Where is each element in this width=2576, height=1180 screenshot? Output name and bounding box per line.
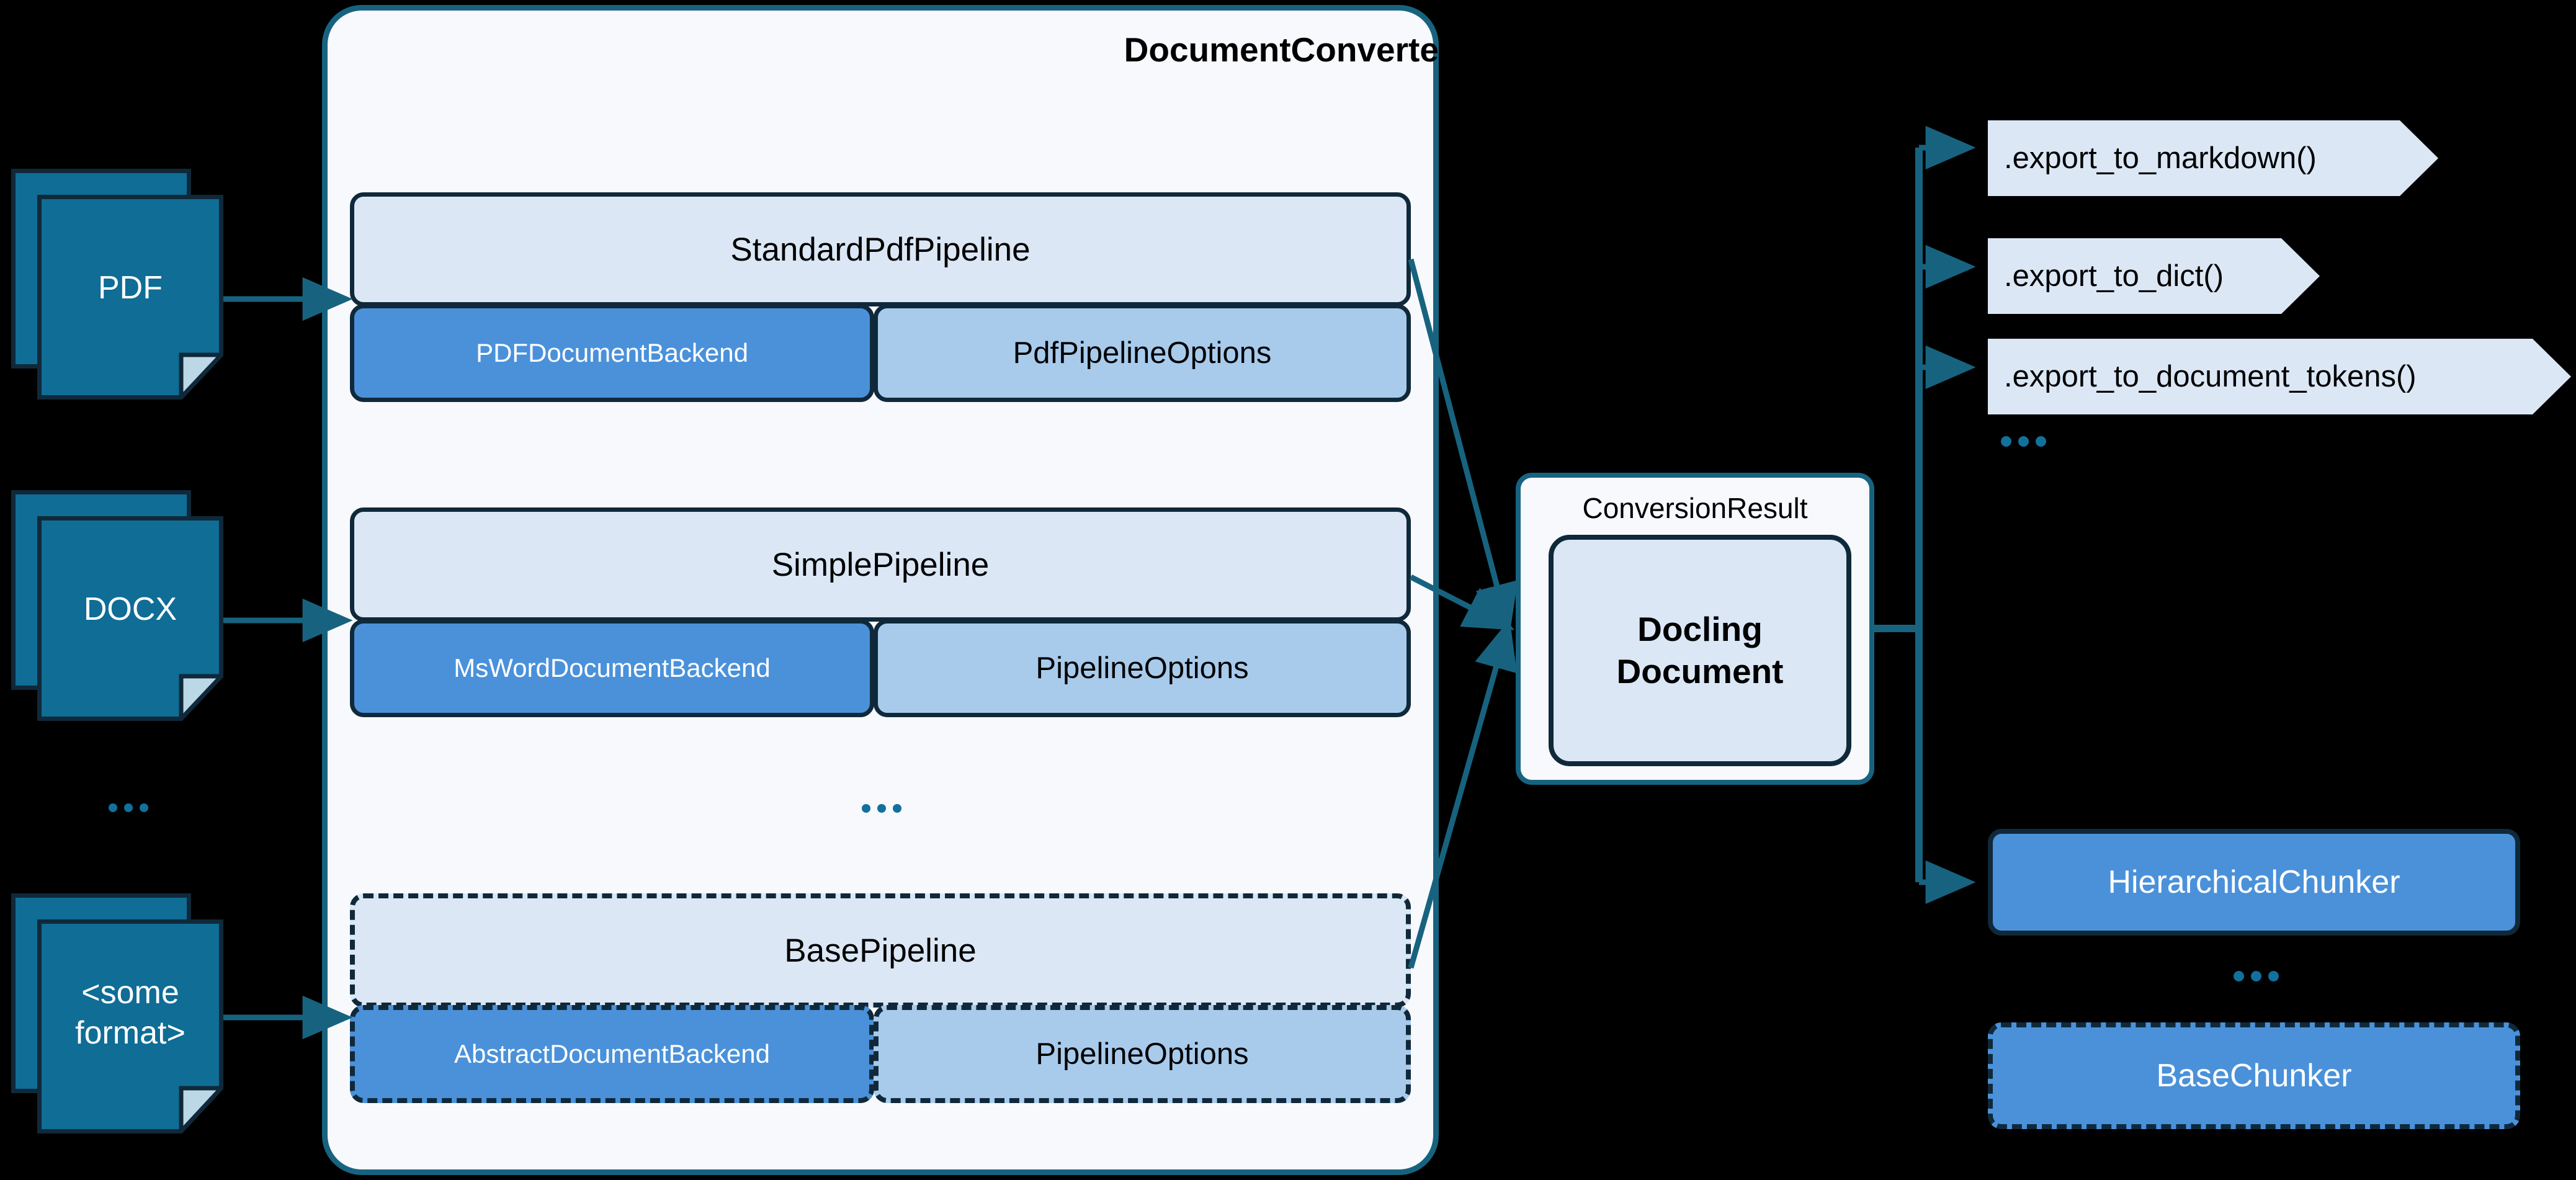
- document-front-sheet: [37, 195, 223, 400]
- pipeline-options[interactable]: PipelineOptions: [874, 1005, 1411, 1103]
- connector-result-trunk: [1874, 148, 1923, 632]
- dot: [893, 804, 901, 813]
- export-to-document-tokens-button[interactable]: .export_to_document_tokens(): [1988, 339, 2571, 414]
- docling-document-box[interactable]: Docling Document: [1549, 535, 1851, 766]
- pipeline-components-row: AbstractDocumentBackend PipelineOptions: [350, 1005, 1411, 1103]
- pipeline-components-row: PDFDocumentBackend PdfPipelineOptions: [350, 304, 1411, 402]
- dot: [2001, 436, 2011, 447]
- export-to-dict-button[interactable]: .export_to_dict(): [1988, 238, 2320, 314]
- dot: [124, 803, 133, 812]
- input-documents-ellipsis: [109, 803, 148, 812]
- dot: [862, 804, 870, 813]
- pipeline-components-row: MsWordDocumentBackend PipelineOptions: [350, 619, 1411, 717]
- input-document-pdf[interactable]: PDF: [11, 169, 235, 411]
- input-document-other-format[interactable]: <some format>: [11, 893, 235, 1142]
- pipeline-options[interactable]: PdfPipelineOptions: [874, 304, 1411, 402]
- pipeline-name: StandardPdfPipeline: [350, 192, 1411, 306]
- conversion-result-label: ConversionResult: [1582, 492, 1808, 524]
- pipeline-backend[interactable]: MsWordDocumentBackend: [350, 619, 874, 717]
- pipeline-backend[interactable]: PDFDocumentBackend: [350, 304, 874, 402]
- conversion-result-container: ConversionResult Docling Document: [1516, 473, 1874, 785]
- pipelines-ellipsis: [862, 804, 901, 813]
- pipeline-options[interactable]: PipelineOptions: [874, 619, 1411, 717]
- docling-document-line1: Docling: [1637, 610, 1763, 649]
- pipeline-base[interactable]: BasePipeline AbstractDocumentBackend Pip…: [350, 893, 1411, 1103]
- input-document-docx[interactable]: DOCX: [11, 490, 235, 732]
- docling-document-line2: Document: [1616, 651, 1784, 691]
- export-to-markdown-button[interactable]: .export_to_markdown(): [1988, 120, 2438, 196]
- dot: [2268, 971, 2279, 981]
- pipeline-simple[interactable]: SimplePipeline MsWordDocumentBackend Pip…: [350, 507, 1411, 717]
- document-front-sheet: [37, 516, 223, 721]
- dot: [2036, 436, 2046, 447]
- dot: [109, 803, 117, 812]
- pipeline-standard-pdf[interactable]: StandardPdfPipeline PDFDocumentBackend P…: [350, 192, 1411, 402]
- pipeline-name: BasePipeline: [350, 893, 1411, 1008]
- hierarchical-chunker-box[interactable]: HierarchicalChunker: [1988, 829, 2520, 936]
- dot: [2018, 436, 2029, 447]
- chunkers-ellipsis: [2234, 971, 2279, 981]
- page-title: DocumentConverter: [1124, 30, 1452, 69]
- base-chunker-box[interactable]: BaseChunker: [1988, 1022, 2520, 1129]
- pipeline-name: SimplePipeline: [350, 507, 1411, 622]
- pipeline-backend[interactable]: AbstractDocumentBackend: [350, 1005, 874, 1103]
- document-front-sheet: [37, 919, 223, 1133]
- exports-ellipsis: [2001, 436, 2046, 447]
- dot: [877, 804, 886, 813]
- dot: [2251, 971, 2261, 981]
- dot: [2234, 971, 2244, 981]
- dot: [140, 803, 148, 812]
